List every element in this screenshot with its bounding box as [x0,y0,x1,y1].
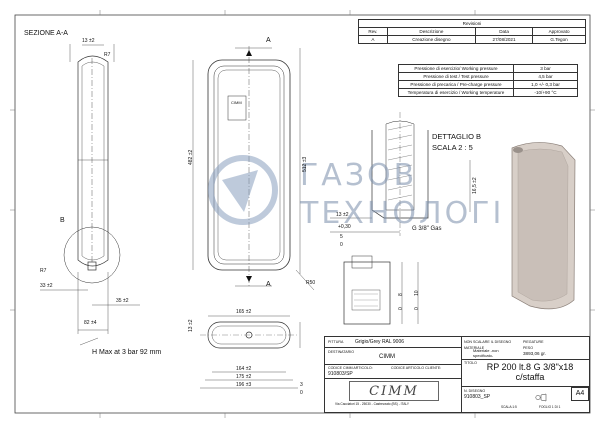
section-title: SEZIONE A-A [24,30,68,37]
spec-label: Pressione di test / Test pressure [398,72,514,81]
label-cimm: CIMM [231,100,242,105]
dim-512: 512 ±3 [302,156,308,172]
dim-r7-top: R7 [104,52,111,58]
zone-ticks [10,10,595,418]
rev-cell: A [358,35,388,44]
bottom-view [200,315,301,389]
dim-196: 196 ±3 [236,382,252,388]
watermark-logo [208,155,278,225]
dim-0-30: +0,30 [338,224,351,230]
spec-value: 4,5 bar [513,72,578,81]
title-label: TITOLO [464,361,477,365]
detail-title: DETTAGLIO B [432,132,482,141]
rev-header-desc: Descrizione [386,27,477,36]
material-label: MATERIALE [464,346,485,350]
tolerance-label: NON SCALARE IL DISEGNO [464,340,512,344]
drawing-no-label: N. DISEGNO [464,389,486,393]
rev-header-date: Data [475,27,534,36]
dest-label: DESTINATARIO [328,350,355,354]
weight-label: PESO [523,346,533,350]
fitting-view [343,255,419,325]
spec-label: Pressione di esercizio/ Working pressure [398,64,514,73]
sheet-border [14,14,591,414]
code-cimm-value: 910803/SP [328,371,353,377]
title-value: RP 200 lt.8 G 3/8"x18 c/staffa [486,362,574,382]
dim-35: 35 ±2 [116,298,129,304]
dim-13-side: 13 ±2 [188,319,194,332]
paper-size: A4 [571,387,589,401]
section-letter-a-top: A [266,37,271,44]
logo-text: CIMM [369,383,419,399]
paint-value: Grigio/Grey RAL 9006 [355,339,405,345]
projection-icon [535,389,547,402]
section-letter-b: B [60,217,65,224]
dim-164: 164 ±2 [236,366,252,372]
spec-label: Pressione di precarica / Pre-charge pres… [398,80,514,89]
watermark-line-1: ГАЗОВ [300,158,418,193]
dim-482: 482 ±2 [188,149,194,165]
company-logo: CIMM [349,381,439,401]
section-letter-a-bottom: A [266,281,271,288]
dim-0d: 0 [414,307,420,310]
bend-label: PIEGATURE [523,340,544,344]
rev-cell: G.Tegon [532,35,586,44]
dim-10: 10 [414,290,420,296]
dim-gas: G 3/8" Gas [412,226,442,232]
drawing-no-value: 910803_SP [464,394,491,400]
dim-165: 165 ±2 [236,309,252,315]
revisions-table: Revisioni Rev. Descrizione Data Approvat… [358,19,586,44]
company-address: Via Cacciatori 15 - 25030 - Castrezzato … [335,402,410,406]
dim-16-5: 16,5 ±2 [472,177,478,194]
revisions-title: Revisioni [358,19,586,28]
title-block: PITTURA Grigio/Grey RAL 9006 DESTINATARI… [324,336,590,413]
detail-view [330,112,471,236]
detail-scale: SCALA 2 : 5 [432,143,473,152]
specs-table: Pressione di esercizio/ Working pressure… [398,64,578,97]
scale-info: SCALA:1:5 [501,405,517,409]
spec-value: 3 bar [513,64,578,73]
dim-13-detail: 13 ±2 [336,212,349,218]
code-client-label: CODICE ARTICOLO CLIENTE: [391,366,442,370]
dim-0c: 0 [398,307,404,310]
rev-header-rev: Rev. [358,27,388,36]
dest-value: CIMM [379,354,395,360]
dim-3: 3 [300,382,303,388]
material-value: Materiale -non specificato- [473,348,499,358]
rev-header-approved: Approvato [532,27,586,36]
rev-cell: Creazione disegno [386,35,477,44]
dim-8: 8 [398,293,404,296]
spec-value: -10/+90 °C [513,88,578,97]
front-view [192,46,315,291]
spec-value: 1,0 +/- 0,3 bar [513,80,578,89]
spec-label: Temperatura di esercizio / Working tempe… [398,88,514,97]
cut-arrows [246,50,252,282]
dim-13: 13 ±2 [82,38,95,44]
tank-render [511,142,576,310]
h-max-note: H Max at 3 bar 92 mm [92,349,162,356]
dim-5: 5 [340,234,343,240]
dim-r50: R50 [306,280,316,286]
rev-cell: 27/08/2021 [475,35,534,44]
paint-label: PITTURA [328,340,344,344]
dim-r7-bottom: R7 [40,268,47,274]
watermark-line-2: ТЕХНОЛОГІ [300,196,505,231]
weight-value: 3893,06 gr. [523,351,546,356]
dim-0: 0 [300,390,303,396]
code-cimm-label: CODICE CIMM ARTICOLO: [328,366,373,370]
dim-0b: 0 [340,242,343,248]
dim-82: 82 ±4 [84,320,97,326]
section-view [40,44,140,346]
sheet-info: FOGLIO 1 DI 1 [539,405,561,409]
dim-33: 33 ±2 [40,283,53,289]
dim-175: 175 ±2 [236,374,252,380]
